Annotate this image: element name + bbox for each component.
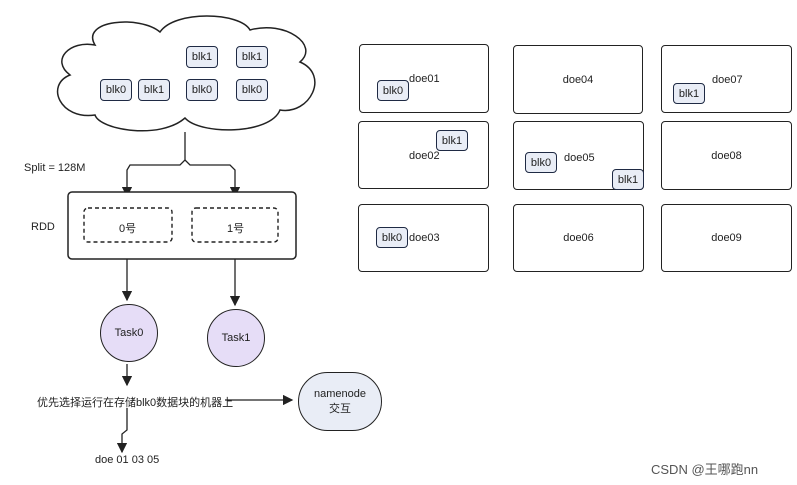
machine-doe04: doe04 bbox=[513, 45, 643, 114]
machine-doe03: blk0 doe03 bbox=[358, 204, 489, 272]
machine-doe06: doe06 bbox=[513, 204, 644, 272]
cloud-block: blk0 bbox=[186, 79, 218, 101]
cloud-shape bbox=[56, 15, 316, 132]
namenode-sublabel: 交互 bbox=[329, 402, 351, 415]
split-branch-connector bbox=[184, 159, 241, 198]
namenode-label: namenode bbox=[314, 387, 366, 400]
preference-text: 优先选择运行在存储blk0数据块的机器上 bbox=[37, 397, 234, 409]
machine-block: blk0 bbox=[376, 227, 408, 248]
machine-doe01: blk0 doe01 bbox=[359, 44, 489, 113]
machine-doe07: blk1 doe07 bbox=[661, 45, 792, 113]
cloud-to-split-connector bbox=[121, 132, 186, 198]
machine-name: doe09 bbox=[711, 232, 742, 244]
result-text: doe 01 03 05 bbox=[95, 454, 160, 466]
machine-name: doe05 bbox=[564, 152, 595, 164]
machine-doe05: blk0 doe05 blk1 bbox=[513, 121, 644, 190]
machine-name: doe02 bbox=[409, 150, 440, 162]
machine-name: doe03 bbox=[409, 232, 440, 244]
machine-doe08: doe08 bbox=[661, 121, 792, 190]
preference-to-result-arrow bbox=[116, 408, 128, 454]
rdd-partition-1 bbox=[191, 207, 279, 243]
machine-name: doe04 bbox=[562, 73, 594, 86]
machine-doe02: blk1 doe02 bbox=[358, 121, 489, 189]
rdd-label: RDD bbox=[31, 221, 55, 233]
namenode-node: namenode 交互 bbox=[298, 372, 382, 431]
machine-name: doe06 bbox=[563, 232, 594, 244]
cloud-block: blk0 bbox=[100, 79, 132, 101]
machine-doe09: doe09 bbox=[661, 204, 792, 272]
task0-node: Task0 bbox=[100, 304, 158, 362]
machine-name: doe07 bbox=[712, 74, 743, 86]
machine-block: blk1 bbox=[612, 169, 644, 190]
rdd-partition-0 bbox=[83, 207, 173, 243]
task1-node: Task1 bbox=[207, 309, 265, 367]
cloud-block: blk1 bbox=[138, 79, 170, 101]
rdd-partition-0-label: 0号 bbox=[119, 223, 137, 235]
cloud-block: blk1 bbox=[236, 46, 268, 68]
task1-label: Task1 bbox=[221, 332, 251, 344]
cloud-block: blk1 bbox=[186, 46, 218, 68]
machine-block: blk0 bbox=[525, 152, 557, 173]
machine-block: blk1 bbox=[436, 130, 468, 151]
rdd-partition-1-label: 1号 bbox=[227, 223, 245, 235]
watermark-text: CSDN @王哪跑nn bbox=[651, 462, 759, 477]
machine-block: blk0 bbox=[377, 80, 409, 101]
machine-name: doe01 bbox=[409, 73, 440, 85]
split-label: Split = 128M bbox=[24, 162, 86, 174]
machine-block: blk1 bbox=[673, 83, 705, 104]
cloud-block: blk0 bbox=[236, 79, 268, 101]
machine-name: doe08 bbox=[711, 149, 742, 162]
task0-label: Task0 bbox=[114, 327, 144, 339]
